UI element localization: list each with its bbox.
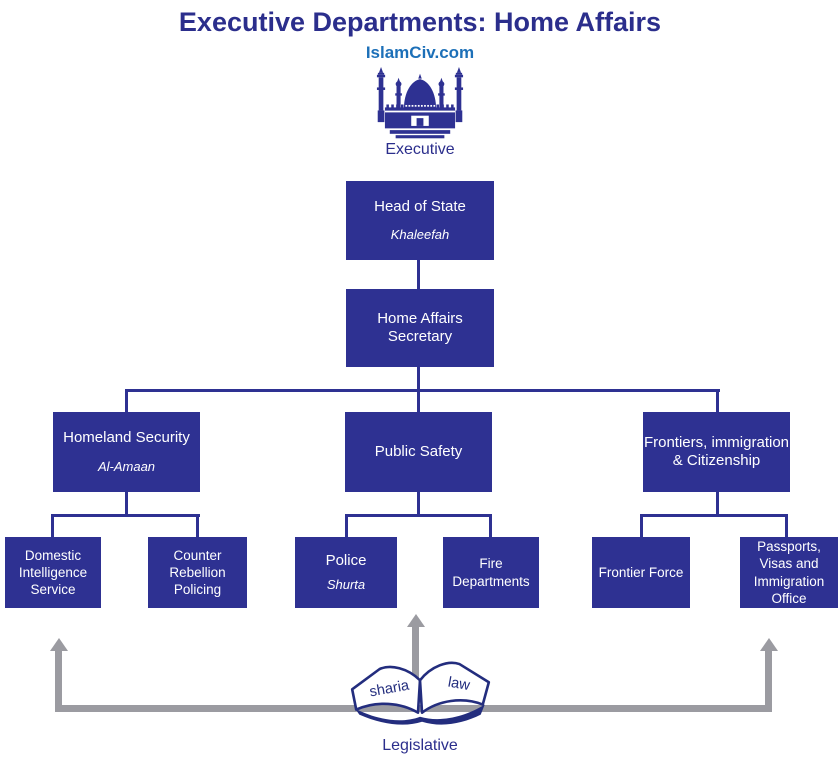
connector-line [125, 389, 720, 392]
book-left-text: sharia [368, 678, 411, 701]
connector-line [716, 492, 719, 516]
book-base [355, 704, 485, 725]
node-counter-rebellion-policing: Counter Rebellion Policing [148, 537, 247, 608]
legislative-arrow-right [765, 650, 772, 712]
node-home-affairs-secretary: Home Affairs Secretary [346, 289, 494, 367]
connector-line [489, 514, 492, 537]
arrow-up-icon [50, 638, 68, 651]
small-minaret-left [395, 77, 402, 110]
connector-line [417, 492, 420, 516]
connector-line [51, 514, 54, 537]
site-name: IslamCiv.com [365, 43, 475, 62]
executive-label: Executive [385, 141, 455, 158]
book-right-page [418, 661, 491, 714]
connector-line [345, 514, 348, 537]
node-public-safety: Public Safety [345, 412, 492, 492]
book-left-page [350, 665, 422, 714]
connector-line [345, 514, 492, 517]
crenellation [386, 104, 454, 108]
node-frontier-force: Frontier Force [592, 537, 690, 608]
connector-line [716, 389, 719, 412]
book-right-text: law [447, 675, 472, 695]
legislative-arrow-left [55, 650, 62, 712]
legislative-label: Legislative [382, 737, 458, 754]
connector-line [125, 492, 128, 516]
connector-line [417, 260, 420, 289]
node-title: Frontiers, immigration & Citizenship [643, 433, 790, 469]
node-title: Head of State [374, 197, 466, 215]
connector-line [125, 389, 128, 412]
connector-line [785, 514, 788, 537]
node-frontiers-immigration-citizenship: Frontiers, immigration & Citizenship [643, 412, 790, 492]
arrow-up-icon [407, 614, 425, 627]
node-subtitle: Khaleefah [390, 227, 450, 243]
node-fire-departments: Fire Departments [443, 537, 539, 608]
open-book-icon: sharia law [350, 661, 491, 725]
connector-line [640, 514, 643, 537]
page-title: Executive Departments: Home Affairs [178, 7, 662, 37]
minaret-right [454, 66, 464, 123]
node-passports-visas-immigration-office: Passports, Visas and Immigration Office [740, 537, 838, 608]
node-police: Police Shurta [295, 537, 397, 608]
connector-line [417, 367, 420, 391]
node-homeland-security: Homeland Security Al-Amaan [53, 412, 200, 492]
node-title: Public Safety [374, 442, 463, 460]
connector-line [51, 514, 200, 517]
legislative-arrow-center [412, 627, 419, 685]
mosque-icon [376, 66, 464, 139]
connector-line [196, 514, 199, 537]
node-title: Passports, Visas and Immigration Office [753, 539, 825, 606]
small-minaret-right [438, 77, 445, 110]
node-title: Counter Rebellion Policing [169, 547, 226, 598]
node-title: Domestic Intelligence Service [18, 547, 88, 598]
node-title: Home Affairs Secretary [377, 309, 463, 345]
arrow-up-icon [760, 638, 778, 651]
connector-line [640, 514, 788, 517]
minaret-left [376, 66, 386, 123]
mosque-door [416, 118, 424, 126]
connector-line [417, 389, 420, 412]
node-domestic-intelligence-service: Domestic Intelligence Service [5, 537, 101, 608]
node-head-of-state: Head of State Khaleefah [346, 181, 494, 260]
node-title: Police [325, 552, 367, 570]
node-subtitle: Al-Amaan [97, 458, 156, 474]
node-subtitle: Shurta [326, 577, 366, 593]
node-title: Homeland Security [63, 429, 190, 447]
node-title: Fire Departments [452, 556, 530, 589]
node-title: Frontier Force [598, 564, 684, 580]
